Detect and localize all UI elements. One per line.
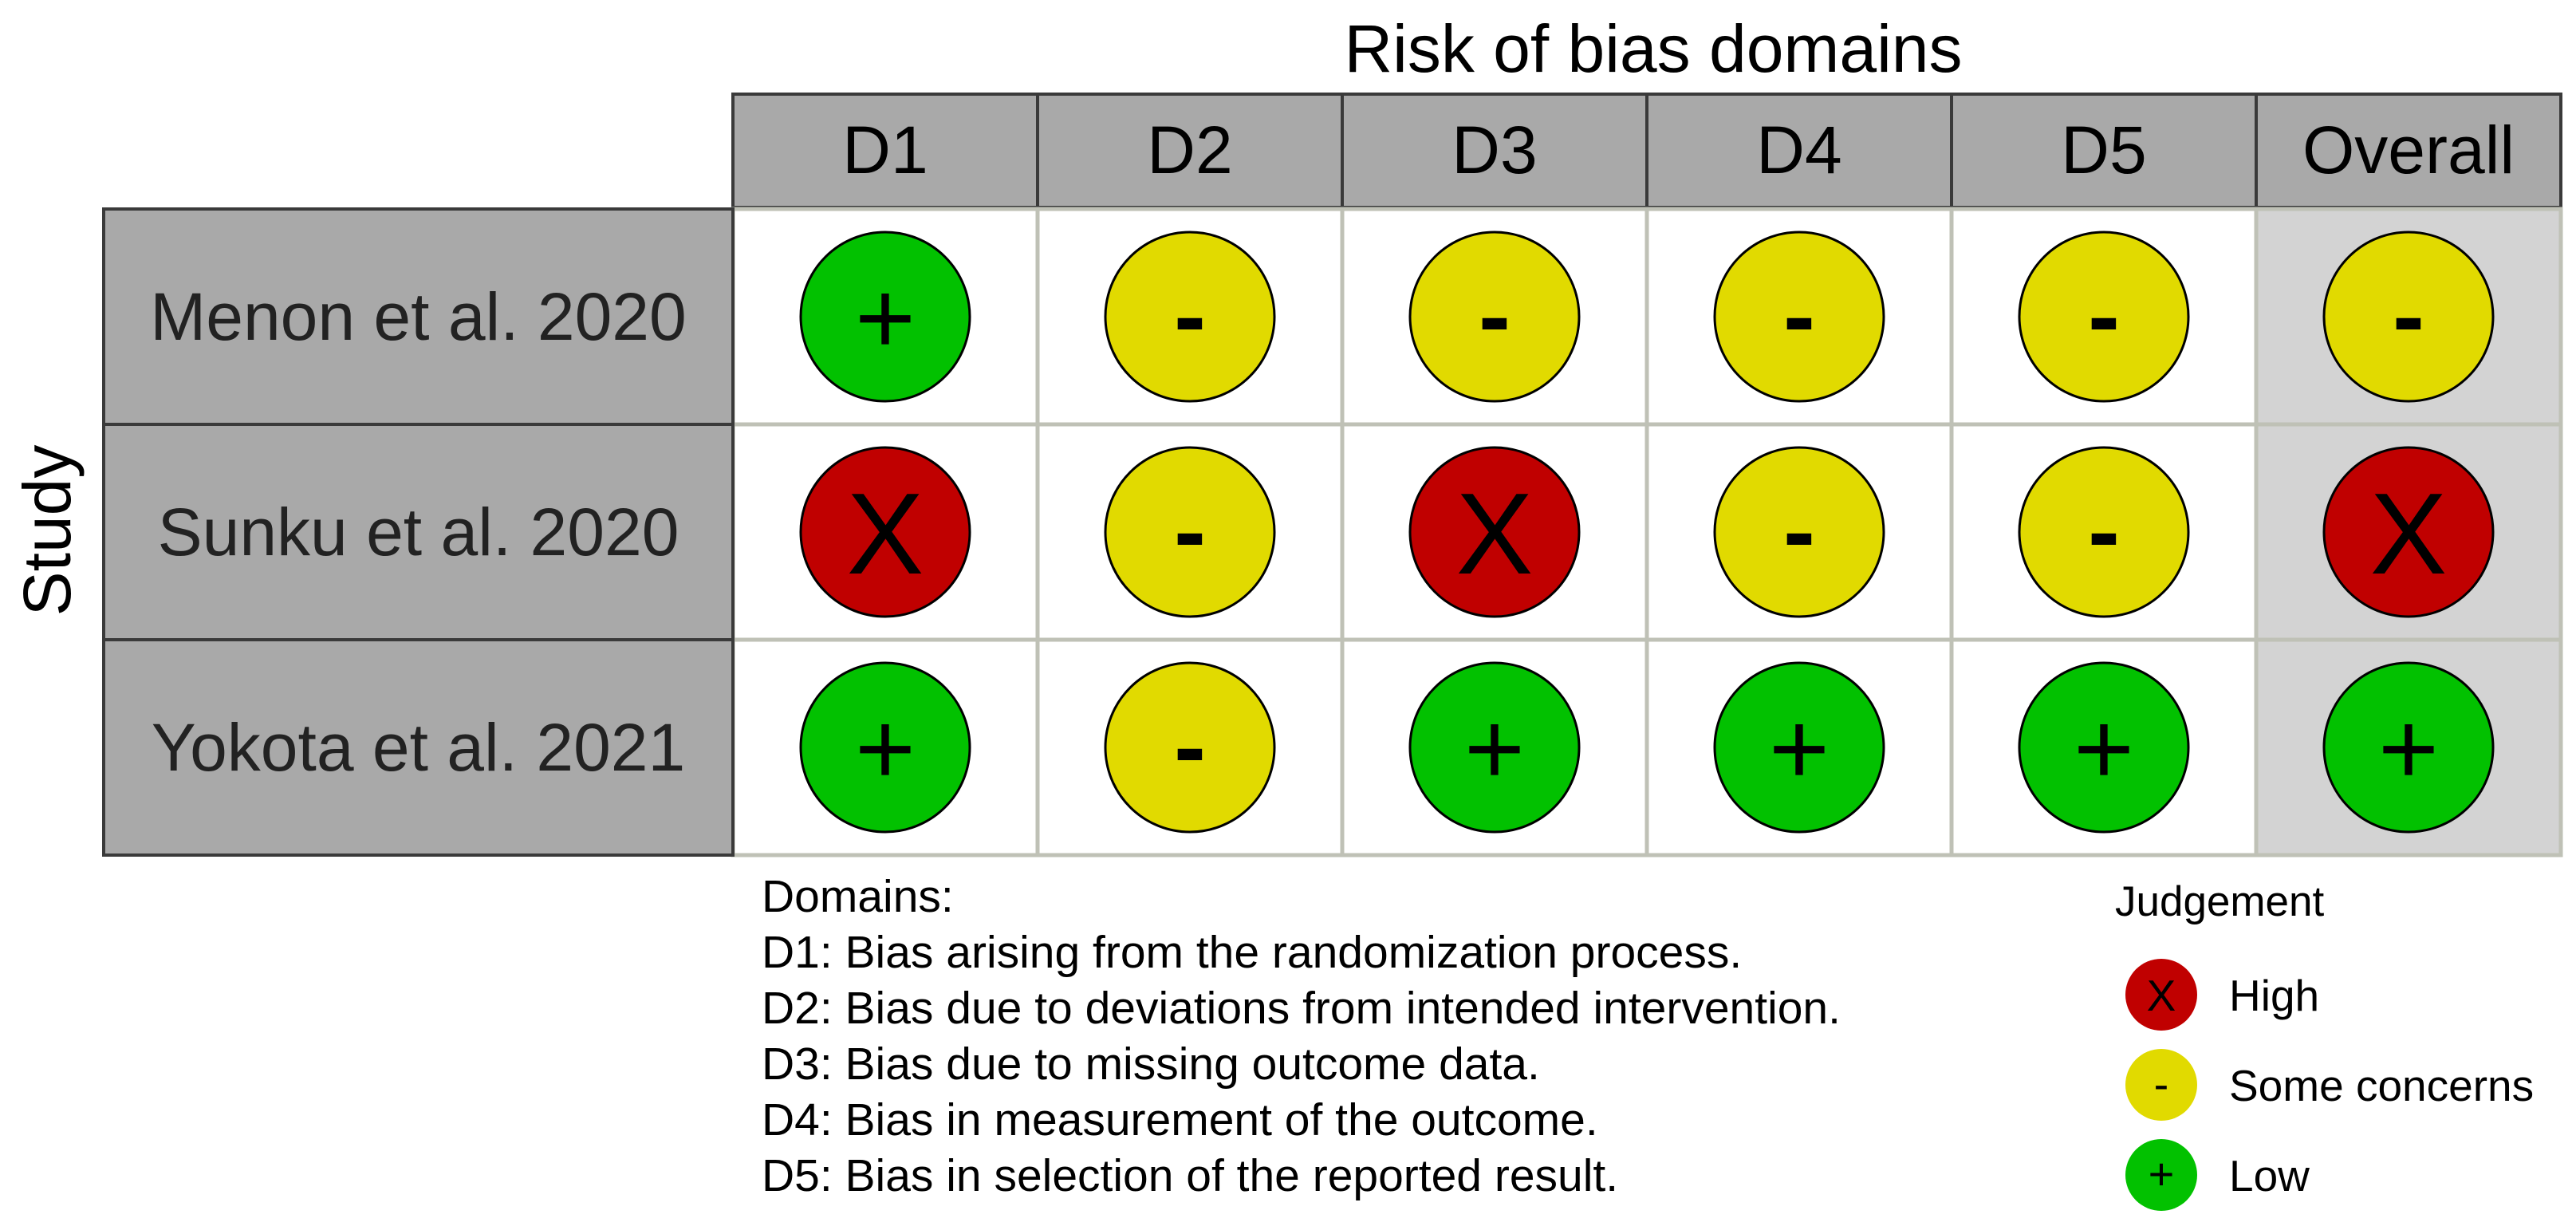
column-headers: D1 D2 D3 D4 D5 Overall bbox=[731, 93, 2562, 209]
judgement-symbol: - bbox=[1174, 478, 1206, 585]
judgement-marker-some-concerns bbox=[1104, 446, 1276, 618]
legend-marker-some-concerns bbox=[2125, 1049, 2197, 1121]
domain-description: D5: Bias in selection of the reported re… bbox=[762, 1150, 1618, 1201]
domains-heading: Domains: bbox=[762, 871, 954, 922]
row-axis-label: Study bbox=[10, 445, 85, 617]
domain-description: D1: Bias arising from the randomization … bbox=[762, 927, 1742, 978]
judgement-marker-some-concerns bbox=[1713, 446, 1885, 618]
judgement-symbol: - bbox=[1783, 262, 1815, 369]
column-header-d3 bbox=[1341, 93, 1648, 209]
judgement-marker-high bbox=[799, 446, 971, 618]
judgement-symbol: - bbox=[2393, 262, 2424, 369]
domain-descriptions: Domains: D1: Bias arising from the rando… bbox=[762, 871, 1841, 1201]
column-header-overall bbox=[2255, 93, 2562, 209]
judgement-symbol: - bbox=[1174, 262, 1206, 369]
judgement-symbol: - bbox=[1174, 693, 1206, 800]
judgement-symbol: + bbox=[855, 259, 916, 376]
chart-title: Risk of bias domains bbox=[1345, 11, 1963, 86]
judgement-marker-some-concerns bbox=[2018, 231, 2190, 403]
legend: Judgement X High - Some concerns + Low bbox=[2115, 878, 2534, 1211]
study-label: Yokota et al. 2021 bbox=[152, 710, 685, 785]
judgement-symbol: X bbox=[1456, 469, 1534, 598]
judgement-marker-low bbox=[1713, 661, 1885, 834]
legend-marker-low bbox=[2125, 1139, 2197, 1211]
study-label: Menon et al. 2020 bbox=[150, 279, 687, 354]
judgement-symbol: + bbox=[855, 690, 916, 806]
column-header-label: D2 bbox=[1147, 112, 1232, 187]
column-header-d1 bbox=[731, 93, 1039, 209]
column-header-label: Overall bbox=[2302, 112, 2515, 187]
judgement-symbol: - bbox=[1479, 262, 1511, 369]
legend-label: Some concerns bbox=[2229, 1061, 2534, 1110]
grid-cells: + - - - - - X - X - - X + - + + + + bbox=[731, 207, 2563, 857]
judgement-marker-high bbox=[2322, 446, 2495, 618]
column-header-label: D3 bbox=[1451, 112, 1537, 187]
judgement-symbol: X bbox=[2370, 469, 2448, 598]
legend-label: High bbox=[2229, 971, 2319, 1020]
study-row-label-cell bbox=[102, 638, 735, 857]
domain-description: D3: Bias due to missing outcome data. bbox=[762, 1039, 1540, 1090]
judgement-symbol: + bbox=[1769, 690, 1830, 806]
judgement-marker-low bbox=[799, 231, 971, 403]
legend-symbol: - bbox=[2154, 1059, 2169, 1109]
legend-title: Judgement bbox=[2115, 878, 2325, 925]
judgement-symbol: - bbox=[2088, 478, 2120, 585]
judgement-marker-low bbox=[799, 661, 971, 834]
judgement-marker-some-concerns bbox=[2018, 446, 2190, 618]
column-header-d2 bbox=[1036, 93, 1344, 209]
study-label: Sunku et al. 2020 bbox=[158, 495, 679, 570]
column-header-label: D4 bbox=[1756, 112, 1841, 187]
judgement-symbol: + bbox=[2378, 690, 2439, 806]
column-header-label: D5 bbox=[2061, 112, 2146, 187]
judgement-symbol: - bbox=[1783, 478, 1815, 585]
judgement-symbol: + bbox=[2074, 690, 2134, 806]
legend-symbol: X bbox=[2147, 971, 2176, 1020]
judgement-marker-low bbox=[2018, 661, 2190, 834]
judgement-marker-some-concerns bbox=[2322, 231, 2495, 403]
legend-marker-high bbox=[2125, 959, 2197, 1031]
domain-description: D4: Bias in measurement of the outcome. bbox=[762, 1094, 1598, 1145]
judgement-marker-low bbox=[2322, 661, 2495, 834]
legend-label: Low bbox=[2229, 1151, 2310, 1200]
study-row-label-cell bbox=[102, 423, 735, 641]
judgement-symbol: X bbox=[847, 469, 924, 598]
judgement-symbol: + bbox=[1464, 690, 1525, 806]
judgement-marker-some-concerns bbox=[1104, 661, 1276, 834]
judgement-marker-some-concerns bbox=[1713, 231, 1885, 403]
judgement-marker-low bbox=[1408, 661, 1581, 834]
domain-description: D2: Bias due to deviations from intended… bbox=[762, 983, 1841, 1034]
judgement-symbol: - bbox=[2088, 262, 2120, 369]
judgement-marker-high bbox=[1408, 446, 1581, 618]
judgement-marker-some-concerns bbox=[1104, 231, 1276, 403]
legend-symbol: + bbox=[2149, 1149, 2175, 1199]
column-header-label: D1 bbox=[842, 112, 928, 187]
study-row-label-cell bbox=[102, 207, 735, 426]
judgement-marker-some-concerns bbox=[1408, 231, 1581, 403]
